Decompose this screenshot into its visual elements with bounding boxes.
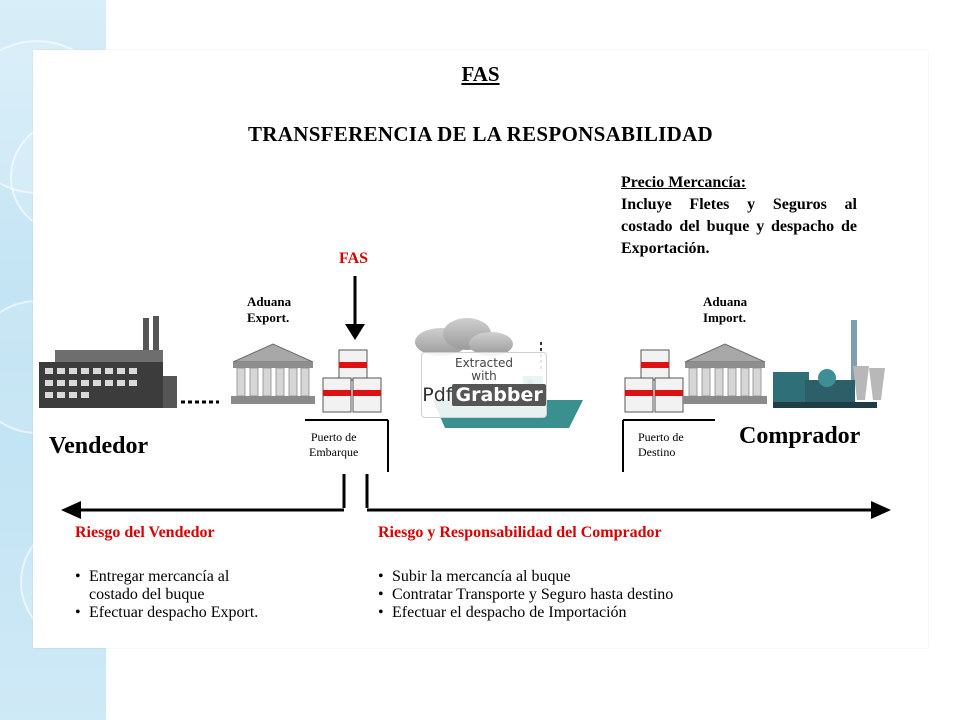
seller-risk-heading: Riesgo del Vendedor	[75, 524, 215, 541]
factory-icon	[39, 316, 219, 408]
seller-risk-arrow	[61, 501, 344, 519]
buyer-risk-heading: Riesgo y Responsabilidad del Comprador	[378, 524, 662, 541]
port-destination-bracket	[622, 419, 715, 472]
port-origin-line-2: Embarque	[309, 445, 359, 459]
import-customs-label: Aduana Import.	[703, 294, 747, 326]
watermark-line-2: with	[471, 369, 497, 383]
buyer-label: Comprador	[739, 423, 861, 449]
fas-marker-label: FAS	[339, 250, 369, 267]
cargo-crates-icon	[322, 349, 382, 413]
export-customs-line-2: Export.	[247, 310, 290, 325]
buyer-risk-arrow	[367, 501, 891, 519]
seller-label: Vendedor	[49, 433, 149, 459]
import-customs-line-1: Aduana	[703, 294, 748, 309]
cargo-crates-icon	[624, 349, 684, 413]
export-customs-line-1: Aduana	[247, 294, 292, 309]
buyer-risk-list: Subir la mercancía al buque Contratar Tr…	[378, 568, 673, 622]
watermark-line-1: Extracted	[455, 356, 513, 370]
customs-building-icon	[231, 343, 315, 404]
buyer-risk-item: Efectuar el despacho de Importación	[378, 604, 673, 622]
slide-subtitle: TRANSFERENCIA DE LA RESPONSABILIDAD	[247, 122, 713, 146]
slide-title: FAS	[461, 62, 500, 86]
port-origin-bracket	[305, 419, 389, 472]
diagram-graphics	[39, 276, 891, 519]
watermark-logo-right: Grabber	[452, 384, 546, 406]
port-origin-label: Puerto de Embarque	[309, 430, 358, 460]
seller-risk-item: Efectuar despacho Export.	[75, 604, 258, 622]
buyer-risk-item: Contratar Transporte y Seguro hasta dest…	[378, 586, 673, 604]
buyer-risk-item: Subir la mercancía al buque	[378, 568, 673, 586]
price-body: Incluye Fletes y Seguros al costado del …	[621, 196, 857, 257]
price-note: Precio Mercancía: Incluye Fletes y Segur…	[621, 174, 857, 260]
industrial-plant-icon	[773, 320, 885, 408]
port-destination-line-2: Destino	[638, 445, 676, 459]
customs-building-icon	[683, 343, 767, 404]
port-destination-line-1: Puerto de	[638, 430, 684, 444]
fas-down-arrow	[345, 276, 365, 340]
slide: FAS TRANSFERENCIA DE LA RESPONSABILIDAD …	[33, 50, 928, 648]
port-destination-label: Puerto de Destino	[638, 430, 684, 460]
port-origin-line-1: Puerto de	[310, 430, 357, 444]
watermark-logo-left: Pdf	[422, 384, 453, 406]
import-customs-line-2: Import.	[703, 310, 746, 325]
export-customs-label: Aduana Export.	[247, 294, 291, 326]
price-heading: Precio Mercancía:	[621, 174, 747, 191]
